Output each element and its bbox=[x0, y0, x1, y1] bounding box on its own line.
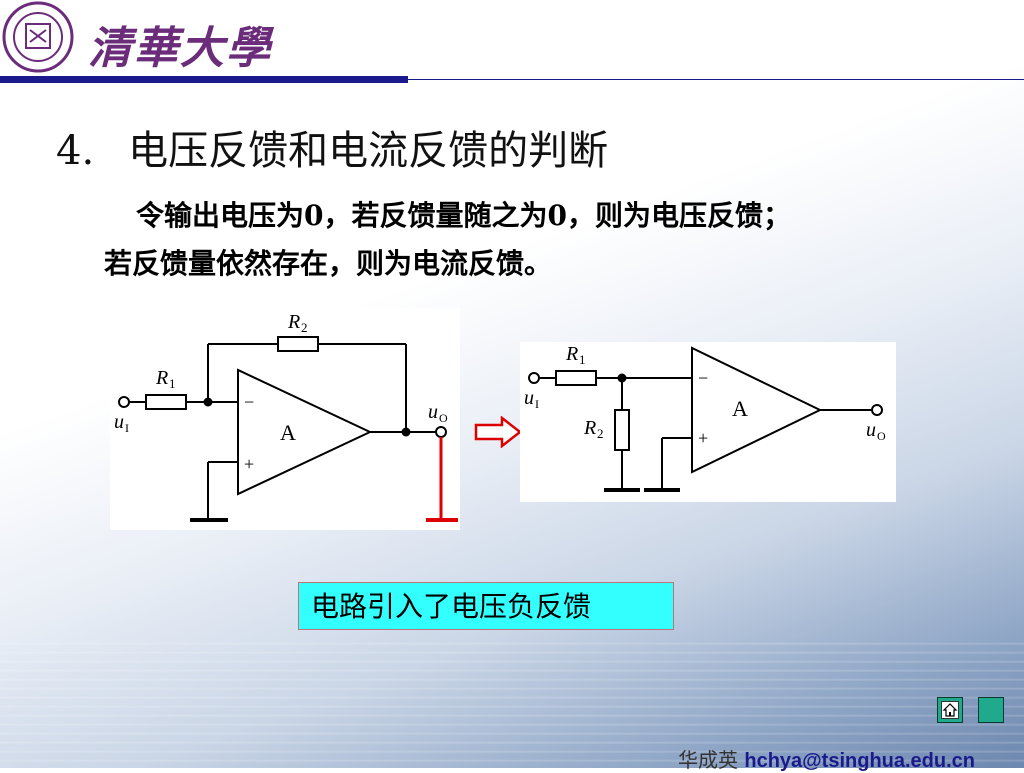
label-ui: u bbox=[114, 411, 124, 433]
title-number: 4. bbox=[56, 128, 95, 174]
footer-credit: 华成英 hchya@tsinghua.edu.cn bbox=[678, 744, 975, 773]
next-slide-button[interactable] bbox=[978, 697, 1004, 723]
label-r2: R bbox=[287, 311, 300, 333]
label-ui-sub: I bbox=[535, 397, 539, 411]
transform-arrow-icon bbox=[474, 415, 523, 452]
home-button[interactable] bbox=[937, 697, 963, 723]
label-r1-sub: 1 bbox=[579, 352, 586, 367]
circuit-left: R 1 R 2 A − + u I u O bbox=[110, 308, 460, 530]
footer-email[interactable]: hchya@tsinghua.edu.cn bbox=[744, 750, 976, 772]
label-r1: R bbox=[155, 367, 168, 389]
label-plus: + bbox=[698, 428, 708, 448]
header-rule bbox=[408, 79, 1024, 80]
output-short-circuit bbox=[426, 437, 458, 522]
label-uo-sub: O bbox=[877, 429, 886, 443]
label-minus: − bbox=[698, 368, 708, 388]
label-r1-sub: 1 bbox=[169, 376, 176, 391]
label-uo: u bbox=[866, 419, 876, 441]
title-text: 电压反馈和电流反馈的判断 bbox=[128, 128, 609, 174]
label-uo-sub: O bbox=[439, 411, 448, 425]
label-r1: R bbox=[565, 343, 578, 365]
label-r2-sub: 2 bbox=[597, 426, 604, 441]
header-accent-bar bbox=[0, 76, 408, 83]
conclusion-callout: 电路引入了电压负反馈 bbox=[298, 582, 674, 630]
footer-author: 华成英 bbox=[678, 748, 738, 772]
slide-title: 4. 电压反馈和电流反馈的判断 bbox=[56, 118, 608, 176]
home-icon bbox=[941, 701, 959, 719]
label-plus: + bbox=[244, 454, 254, 474]
slide-paragraph: 令输出电压为0，若反馈量随之为0，则为电压反馈； 若反馈量依然存在，则为电流反馈… bbox=[104, 192, 954, 288]
label-minus: − bbox=[244, 392, 254, 412]
paragraph-line-2: 若反馈量依然存在，则为电流反馈。 bbox=[104, 247, 553, 280]
label-uo: u bbox=[428, 401, 438, 423]
label-amp: A bbox=[280, 420, 296, 445]
label-amp: A bbox=[732, 396, 748, 421]
tsinghua-wordmark: 清華大學 bbox=[88, 23, 272, 74]
label-r2: R bbox=[583, 417, 596, 439]
circuit-right: R 1 R 2 A − + u I u O bbox=[520, 342, 896, 502]
label-ui-sub: I bbox=[125, 421, 129, 435]
background-streaks bbox=[0, 638, 1024, 768]
label-ui: u bbox=[524, 387, 534, 409]
label-r2-sub: 2 bbox=[301, 320, 308, 335]
paragraph-line-1: 令输出电压为0，若反馈量随之为0，则为电压反馈； bbox=[136, 199, 791, 232]
tsinghua-logo bbox=[0, 0, 80, 80]
